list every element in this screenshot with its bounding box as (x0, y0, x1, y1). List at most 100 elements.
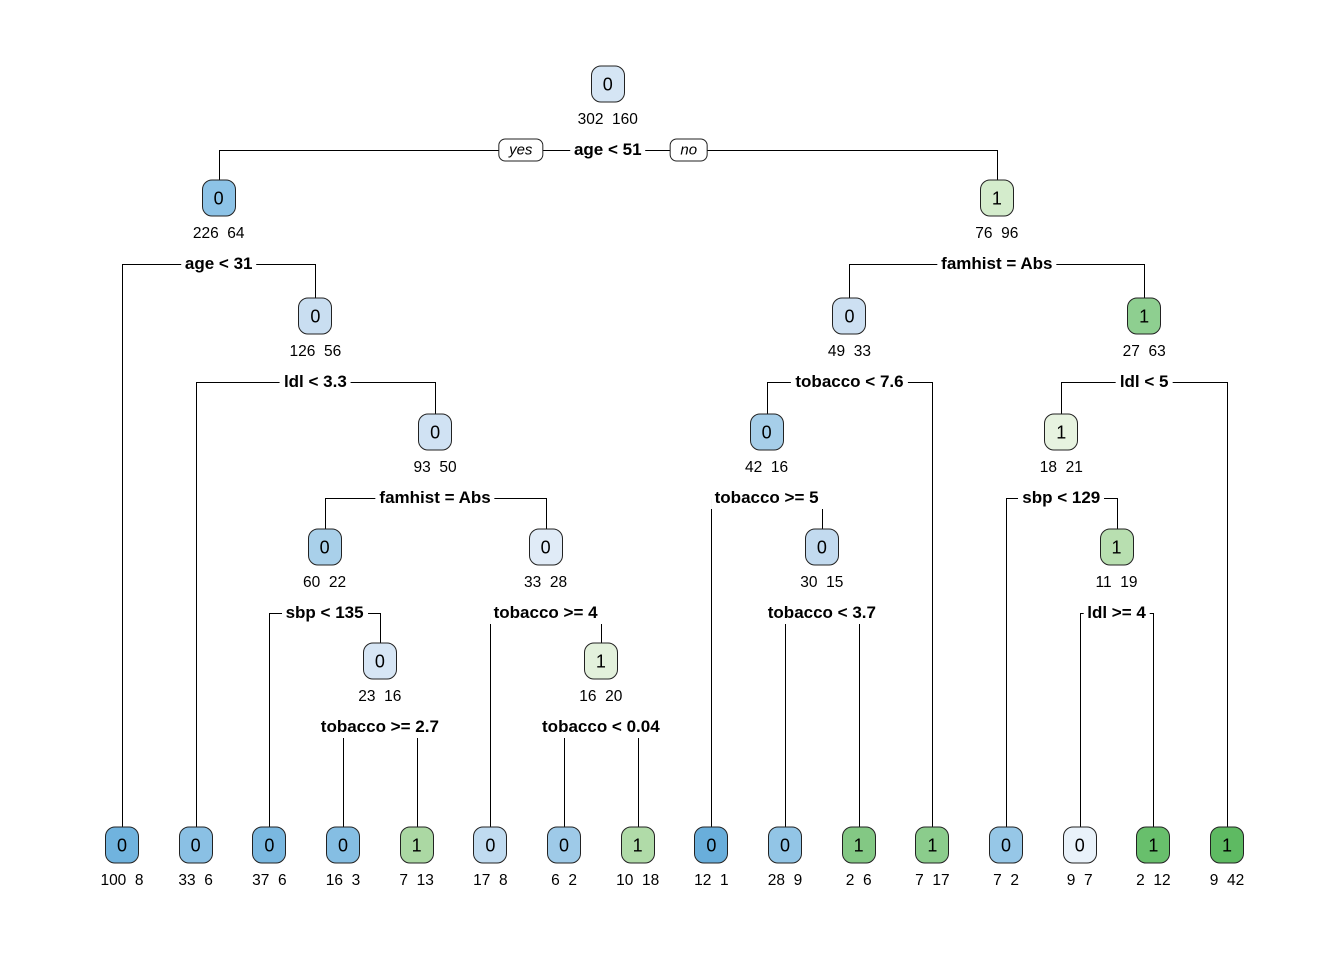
node-class-label: 1 (991, 188, 1002, 208)
node-counts: 12 1 (694, 872, 729, 889)
split-label: ldl < 3.3 (279, 371, 351, 393)
node-class-label: 0 (761, 422, 772, 442)
node-class-label: 1 (1139, 306, 1150, 326)
node-counts: 18 21 (1039, 459, 1083, 476)
node-counts: 9 7 (1066, 872, 1093, 889)
branch-line-vertical (1006, 498, 1008, 827)
node-counts: 42 16 (745, 459, 789, 476)
node-counts: 49 33 (827, 343, 872, 360)
node-class-label: 0 (1074, 835, 1085, 855)
node-counts: 16 3 (325, 872, 361, 889)
node-counts: 30 15 (800, 574, 844, 591)
node-class-label: 0 (190, 835, 201, 855)
node-class-label: 1 (1056, 422, 1067, 442)
tree-node-box: 0 (298, 297, 333, 335)
leaf-node-box: 0 (105, 826, 139, 864)
leaf-node-box: 0 (547, 826, 582, 864)
branch-line-vertical (766, 382, 768, 414)
node-class-label: 0 (116, 835, 127, 855)
node-counts: 33 28 (524, 574, 568, 591)
node-class-label: 0 (374, 651, 385, 671)
tree-node-box: 0 (590, 65, 625, 103)
node-counts: 226 64 (192, 225, 245, 242)
node-counts: 93 50 (413, 459, 457, 476)
node-counts: 7 2 (993, 872, 1019, 889)
node-class-label: 1 (595, 651, 606, 671)
branch-line-vertical (996, 150, 998, 180)
node-class-label: 0 (310, 306, 321, 326)
node-counts: 11 19 (1095, 574, 1138, 591)
tree-node-box: 0 (307, 528, 342, 566)
branch-line-vertical (1079, 613, 1081, 827)
branch-line-vertical (858, 613, 860, 827)
node-counts: 10 18 (616, 872, 660, 889)
node-counts: 2 12 (1136, 872, 1171, 889)
branch-line-vertical (1153, 613, 1155, 827)
split-label: sbp < 129 (1018, 487, 1105, 509)
node-class-label: 0 (430, 422, 441, 442)
node-counts: 7 17 (915, 872, 950, 889)
tree-node-box: 0 (832, 297, 867, 335)
branch-line-vertical (849, 264, 851, 298)
node-counts: 302 160 (577, 111, 638, 128)
node-class-label: 1 (411, 835, 422, 855)
node-counts: 60 22 (303, 574, 347, 591)
split-label: age < 51 (569, 139, 646, 161)
split-label: age < 31 (180, 253, 257, 275)
leaf-node-box: 1 (1210, 826, 1245, 864)
tree-node-box: 0 (201, 179, 236, 217)
tree-node-box: 1 (1099, 528, 1134, 566)
branch-line-vertical (315, 264, 317, 298)
node-counts: 23 16 (358, 688, 402, 705)
split-label: ldl < 5 (1115, 371, 1173, 393)
node-counts: 76 96 (975, 225, 1019, 242)
branch-line-vertical (1061, 382, 1063, 414)
branch-line-vertical (564, 727, 566, 827)
leaf-node-box: 0 (473, 826, 508, 864)
node-class-label: 1 (632, 835, 643, 855)
node-counts: 17 8 (473, 872, 508, 889)
node-class-label: 0 (264, 835, 275, 855)
node-class-label: 0 (337, 835, 348, 855)
leaf-node-box: 0 (252, 826, 287, 864)
tree-node-box: 1 (1127, 297, 1162, 335)
split-label: tobacco >= 2.7 (316, 716, 443, 738)
tree-node-box: 1 (1044, 413, 1079, 451)
branch-line-vertical (416, 727, 418, 827)
node-class-label: 0 (1001, 835, 1012, 855)
node-counts: 37 6 (252, 872, 287, 889)
branch-line-vertical (269, 613, 271, 827)
split-label: ldl >= 4 (1083, 602, 1150, 624)
leaf-node-box: 1 (399, 826, 434, 864)
leaf-node-box: 0 (178, 826, 213, 864)
node-class-label: 1 (853, 835, 864, 855)
no-branch-badge: no (669, 138, 709, 162)
tree-node-box: 0 (749, 413, 784, 451)
branch-line-vertical (821, 498, 823, 529)
tree-node-box: 1 (979, 179, 1014, 217)
split-label: tobacco < 0.04 (538, 716, 664, 738)
node-counts: 28 9 (767, 872, 803, 889)
leaf-node-box: 0 (326, 826, 360, 864)
leaf-node-box: 1 (915, 826, 950, 864)
branch-line-vertical (324, 498, 326, 529)
leaf-node-box: 1 (620, 826, 655, 864)
tree-node-box: 1 (583, 642, 618, 680)
node-counts: 16 20 (579, 688, 623, 705)
tree-node-box: 0 (362, 642, 397, 680)
leaf-node-box: 0 (1062, 826, 1097, 864)
tree-node-box: 0 (804, 528, 839, 566)
node-class-label: 0 (319, 537, 330, 557)
node-counts: 2 6 (845, 872, 872, 889)
leaf-node-box: 1 (1136, 826, 1171, 864)
branch-line-vertical (343, 727, 344, 827)
branch-line-vertical (545, 498, 547, 529)
node-class-label: 1 (1111, 537, 1122, 557)
node-class-label: 0 (485, 835, 496, 855)
node-class-label: 0 (602, 74, 613, 94)
leaf-node-box: 0 (694, 826, 729, 864)
node-class-label: 0 (816, 537, 827, 557)
split-label: famhist = Abs (375, 487, 495, 509)
branch-line-vertical (435, 382, 437, 414)
